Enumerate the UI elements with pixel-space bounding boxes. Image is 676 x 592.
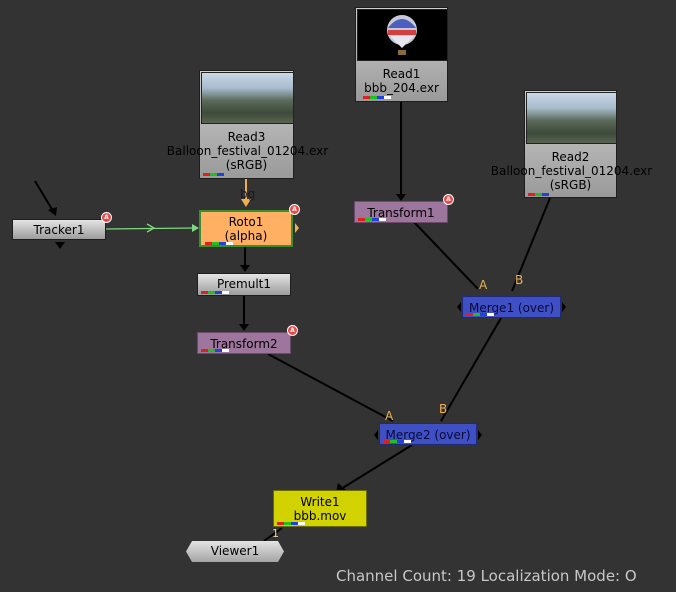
edge-tracker-input [34, 180, 54, 212]
edge-arrow [55, 242, 65, 249]
read2-file: Balloon_festival_01204.exr [490, 164, 653, 178]
error-badge: A [289, 204, 300, 215]
read3-name: Read3 [227, 130, 266, 144]
input-label-bg: bg [240, 187, 256, 201]
write1-label: Write1 [300, 495, 340, 509]
node-roto1[interactable]: Roto1 (alpha) [199, 210, 293, 247]
viewer1-label: Viewer1 [210, 544, 260, 558]
channel-indicator [201, 349, 229, 352]
node-premult1[interactable]: Premult1 [197, 273, 291, 296]
channel-indicator [358, 218, 386, 221]
mask-input-arrow [374, 430, 378, 440]
edge-arrow [48, 207, 57, 216]
node-merge2[interactable]: Merge2 (over) [379, 423, 477, 445]
node-transform2[interactable]: Transform2 [197, 332, 291, 354]
status-text: Channel Count: 19 Localization Mode: O [336, 567, 637, 585]
edge-read2-merge1 [511, 197, 551, 292]
channel-indicator [383, 440, 411, 443]
edge-merge2-write1 [340, 444, 413, 490]
read3-colorspace: (sRGB) [225, 158, 268, 172]
merge2-label: Merge2 (over) [385, 428, 471, 442]
read2-thumbnail [526, 92, 617, 144]
channel-indicator [201, 291, 229, 294]
roto1-label: Roto1 [228, 215, 264, 229]
premult1-label: Premult1 [216, 277, 272, 291]
input-label-b: B [515, 273, 524, 287]
read1-file: bbb_204.exr [364, 81, 439, 95]
edge-arrow [240, 265, 250, 272]
read2-name: Read2 [551, 150, 590, 164]
node-merge1[interactable]: Merge1 (over) [462, 296, 561, 318]
mask-input-arrow [478, 430, 482, 440]
edge-arrow [192, 224, 199, 232]
read2-colorspace: (sRGB) [549, 178, 592, 192]
error-badge: A [101, 212, 112, 223]
read3-thumbnail [201, 72, 294, 124]
transform1-label: Transform1 [367, 206, 435, 220]
read1-thumbnail [357, 9, 448, 61]
input-label-a: A [479, 278, 488, 292]
input-label-1: 1 [272, 527, 279, 540]
transform2-label: Transform2 [210, 337, 278, 351]
node-write1[interactable]: Write1 bbb.mov [273, 490, 367, 527]
mask-input-arrow [295, 223, 299, 233]
channel-indicator [528, 193, 549, 196]
roto1-sublabel: (alpha) [224, 229, 268, 243]
node-viewer1[interactable]: Viewer1 [186, 541, 284, 562]
edge-write1-viewer1 [263, 527, 283, 542]
channel-indicator [205, 242, 233, 245]
node-tracker1[interactable]: Tracker1 [12, 219, 106, 240]
input-label-b: B [439, 402, 448, 416]
channel-indicator [363, 96, 391, 99]
read3-file: Balloon_festival_01204.exr [166, 144, 329, 158]
edge-arrow [241, 199, 251, 207]
node-read2[interactable]: Read2 Balloon_festival_01204.exr (sRGB) [491, 90, 652, 198]
channel-indicator [277, 522, 305, 525]
merge1-label: Merge1 (over) [468, 301, 555, 315]
input-label-a: A [385, 409, 394, 423]
error-badge: A [287, 325, 298, 336]
edge-arrow [146, 223, 156, 233]
mask-input-arrow [457, 302, 461, 312]
edge-arrow [396, 194, 406, 201]
write1-file: bbb.mov [293, 509, 347, 523]
read1-name: Read1 [382, 67, 421, 81]
node-read3[interactable]: Read3 Balloon_festival_01204.exr (sRGB) [167, 70, 328, 179]
edge-merge1-merge2 [440, 317, 502, 422]
edge-transform1-merge1 [413, 221, 479, 290]
edge-tracker-roto1[interactable] [105, 227, 197, 230]
tracker1-label: Tracker1 [33, 223, 85, 237]
edge-transform2-merge2 [267, 353, 394, 422]
node-read1[interactable]: Read1 bbb_204.exr [355, 7, 448, 102]
node-transform1[interactable]: Transform1 [354, 201, 448, 223]
error-badge: A [443, 194, 454, 205]
channel-indicator [203, 173, 224, 176]
channel-indicator [466, 313, 494, 316]
mask-input-arrow [562, 302, 566, 312]
edge-arrow [239, 324, 249, 331]
